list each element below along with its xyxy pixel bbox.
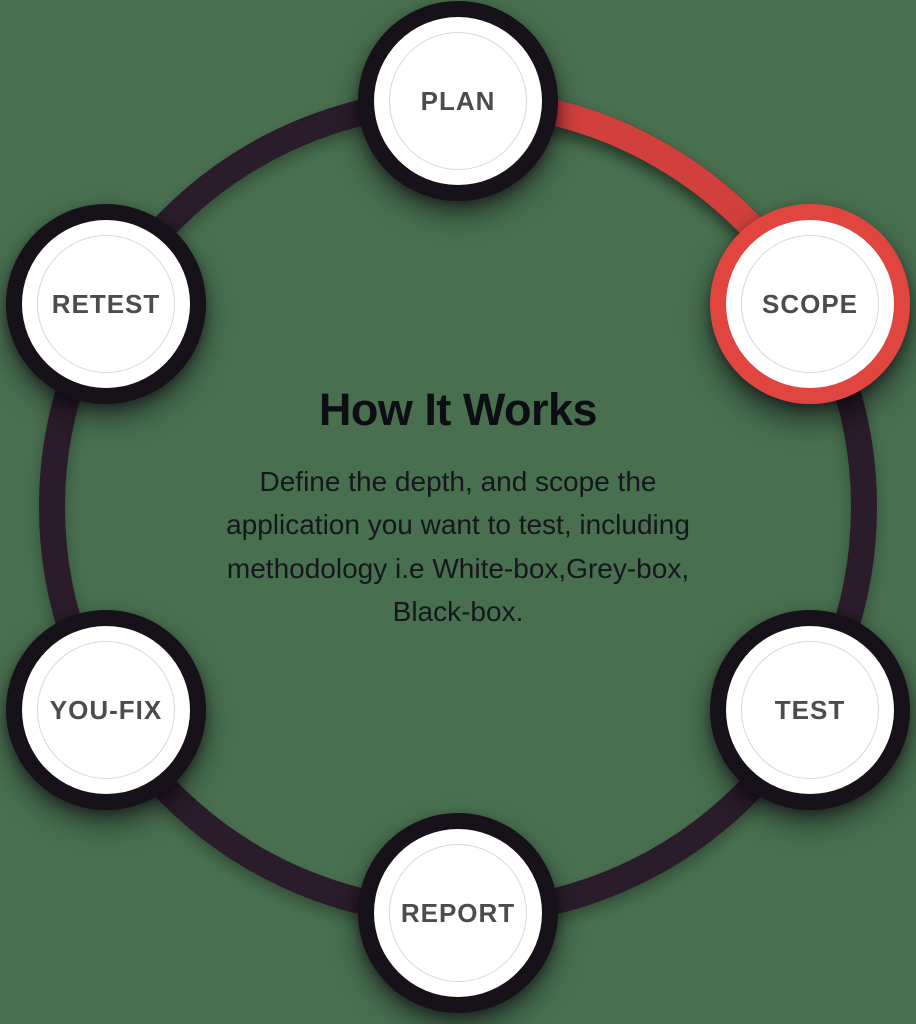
step-label-scope: SCOPE: [761, 288, 859, 319]
step-node-test[interactable]: TEST: [710, 610, 910, 810]
step-node-you-fix-face: YOU-FIX: [22, 626, 190, 794]
step-label-retest: RETEST: [51, 288, 161, 319]
step-label-you-fix: YOU-FIX: [49, 694, 163, 725]
step-label-test: TEST: [774, 694, 846, 725]
step-node-plan[interactable]: PLAN: [358, 1, 558, 201]
step-node-you-fix[interactable]: YOU-FIX: [6, 610, 206, 810]
step-node-scope-face: SCOPE: [726, 220, 894, 388]
page-title: How It Works: [318, 384, 598, 435]
step-description: Define the depth, and scope the applicat…: [226, 466, 690, 628]
step-node-scope[interactable]: SCOPE: [710, 204, 910, 404]
step-node-plan-face: PLAN: [374, 17, 542, 185]
center-text-block: How It Works Define the depth, and scope…: [178, 384, 738, 634]
step-node-retest-face: RETEST: [22, 220, 190, 388]
step-label-plan: PLAN: [420, 85, 496, 116]
step-node-report[interactable]: REPORT: [358, 813, 558, 1013]
step-node-report-face: REPORT: [374, 829, 542, 997]
step-node-test-face: TEST: [726, 626, 894, 794]
step-label-report: REPORT: [400, 897, 516, 928]
step-node-retest[interactable]: RETEST: [6, 204, 206, 404]
